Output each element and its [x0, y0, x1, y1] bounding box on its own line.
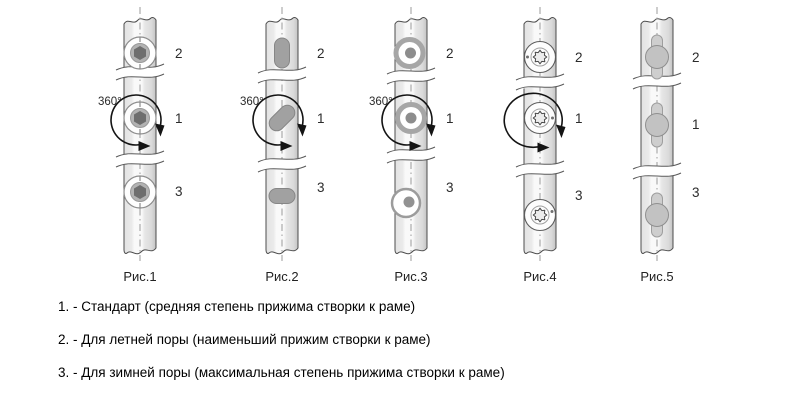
position-label-top: 2: [175, 46, 183, 61]
figure-3-profile-diagram: 360° 2 1 3: [369, 7, 454, 261]
rotation-arrow-icon: [503, 92, 566, 153]
break-mark-lower: [632, 162, 682, 180]
figure-1: 360° 2 1 3 Рис.1: [80, 0, 200, 292]
position-label-top: 2: [575, 50, 583, 65]
break-mark-lower: [257, 155, 307, 173]
rotation-angle-label: 360°: [240, 96, 264, 108]
figure-caption: Рис.3: [394, 269, 428, 284]
position-label-middle: 1: [692, 117, 700, 132]
position-label-bottom: 3: [446, 180, 454, 195]
figure-caption: Рис.1: [123, 269, 157, 284]
pin-cam-bottom: [645, 192, 669, 238]
ring-cam-top: [393, 37, 426, 69]
oval-cam-top-vertical: [274, 37, 290, 69]
break-mark-upper: [515, 73, 565, 92]
rotation-arrow-icon: [110, 94, 165, 151]
position-label-top: 2: [317, 46, 325, 61]
break-mark-upper: [257, 66, 307, 84]
ring-cam-middle: [395, 102, 427, 134]
position-label-bottom: 3: [317, 180, 325, 195]
figure-2: 360° 2 1 3 Рис.2: [222, 0, 342, 292]
torx-cam-middle: [523, 101, 557, 135]
hex-cam-middle: [123, 101, 157, 135]
position-label-middle: 1: [446, 111, 454, 126]
figure-2-profile-diagram: 360° 2 1 3: [240, 7, 325, 261]
figure-4-profile-diagram: 2 1 3: [503, 7, 583, 261]
figure-5-profile-diagram: 2 1 3: [632, 7, 700, 261]
torx-cam-bottom: [523, 198, 557, 232]
position-label-middle: 1: [317, 111, 325, 126]
break-mark-lower: [515, 160, 565, 178]
rotation-arrow-icon: [252, 94, 307, 151]
figure-4: 2 1 3 Рис.4: [480, 0, 600, 292]
position-label-middle: 1: [575, 111, 583, 126]
figure-5: 2 1 3 Рис.5: [597, 0, 717, 292]
oval-cam-bottom-horizontal: [268, 188, 296, 204]
position-label-top: 2: [692, 50, 700, 65]
figure-caption: Рис.4: [523, 269, 557, 284]
ring-cam-bottom: [390, 187, 422, 219]
torx-cam-top: [523, 40, 557, 74]
break-mark-upper: [386, 67, 436, 85]
legend-item-2: 2. - Для летней поры (наименьший прижим …: [58, 332, 431, 347]
oval-cam-middle-diagonal: [268, 104, 296, 132]
figure-1-profile-diagram: 360° 2 1 3: [98, 7, 183, 261]
break-mark-lower: [386, 146, 436, 164]
break-mark-lower: [115, 150, 165, 168]
position-label-top: 2: [446, 46, 454, 61]
pin-cam-top: [645, 34, 669, 80]
rotation-angle-label: 360°: [369, 96, 393, 108]
rotation-arrow-icon: [381, 94, 436, 151]
position-label-bottom: 3: [692, 185, 700, 200]
figure-3: 360° 2 1 3 Рис.3: [351, 0, 471, 292]
figure-caption: Рис.5: [640, 269, 674, 284]
pin-cam-middle: [645, 102, 669, 148]
position-label-bottom: 3: [575, 188, 583, 203]
rotation-angle-label: 360°: [98, 96, 122, 108]
position-label-middle: 1: [175, 111, 183, 126]
legend-item-1: 1. - Стандарт (средняя степень прижима с…: [58, 299, 416, 314]
figure-caption: Рис.2: [265, 269, 299, 284]
break-mark-upper: [632, 72, 682, 90]
hex-cam-bottom: [123, 175, 157, 209]
legend-item-3: 3. - Для зимней поры (максимальная степе…: [58, 365, 505, 380]
hex-cam-top: [123, 36, 157, 70]
position-label-bottom: 3: [175, 184, 183, 199]
legend: 1. - Стандарт (средняя степень прижима с…: [58, 297, 505, 396]
